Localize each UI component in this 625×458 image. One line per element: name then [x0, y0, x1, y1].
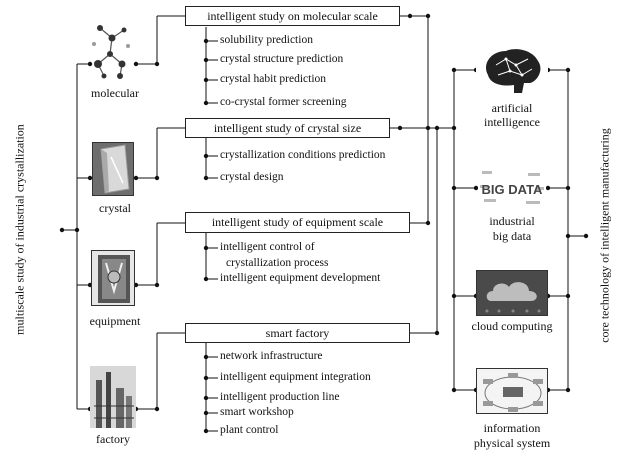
study-box-molecular: intelligent study on molecular scale: [185, 6, 400, 26]
item-intelligent-production-line: intelligent production line: [220, 391, 340, 403]
tech-label-cps-line2: physical system: [473, 436, 551, 450]
item-solubility-prediction: solubility prediction: [220, 34, 313, 46]
item-crystal-structure-prediction: crystal structure prediction: [220, 53, 344, 65]
tech-label-bigdata-line1: industrial: [489, 214, 535, 228]
study-box-equipment-scale: intelligent study of equipment scale: [185, 212, 410, 233]
right-side-label: core technology of intelligent manufactu…: [597, 128, 612, 343]
scale-label-crystal: crystal: [99, 201, 131, 215]
tech-label-ai-line1: artificial: [491, 101, 533, 115]
tech-label-ai-line2: intelligence: [484, 115, 540, 129]
item-crystallization-conditions-prediction: crystallization conditions prediction: [220, 149, 386, 161]
big-data-word: BIG DATA: [482, 182, 544, 197]
crystallizer-equipment-image: [91, 250, 135, 306]
cyber-physical-system-image: [476, 368, 548, 414]
tech-label-bigdata-line2: big data: [492, 229, 532, 243]
tech-label-cps-line1: information: [483, 421, 541, 435]
item-smart-workshop: smart workshop: [220, 406, 294, 418]
study-box-crystal-size: intelligent study of crystal size: [185, 118, 390, 138]
item-crystal-habit-prediction: crystal habit prediction: [220, 73, 327, 85]
item-crystallization-process: crystallization process: [226, 257, 329, 269]
crystal-image: [92, 142, 134, 196]
scale-label-equipment: equipment: [89, 314, 141, 328]
ai-brain-image: [476, 45, 548, 97]
scale-label-molecular: molecular: [91, 86, 139, 100]
item-intelligent-equipment-development: intelligent equipment development: [220, 272, 381, 284]
item-intelligent-control: intelligent control of: [220, 241, 315, 253]
item-plant-control: plant control: [220, 424, 279, 436]
molecule-structure-image: [90, 20, 136, 82]
big-data-image: BIG DATA: [478, 165, 546, 211]
cloud-computing-image: [476, 270, 548, 316]
scale-label-factory: factory: [96, 432, 130, 446]
study-box-smart-factory: smart factory: [185, 323, 410, 343]
tech-label-cloud: cloud computing: [471, 319, 553, 333]
item-intelligent-equipment-integration: intelligent equipment integration: [220, 371, 371, 383]
item-network-infrastructure: network infrastructure: [220, 350, 323, 362]
item-co-crystal-former-screening: co-crystal former screening: [220, 96, 347, 108]
item-crystal-design: crystal design: [220, 171, 284, 183]
left-side-label: multiscale study of industrial crystalli…: [12, 124, 27, 335]
factory-image: [90, 366, 136, 428]
